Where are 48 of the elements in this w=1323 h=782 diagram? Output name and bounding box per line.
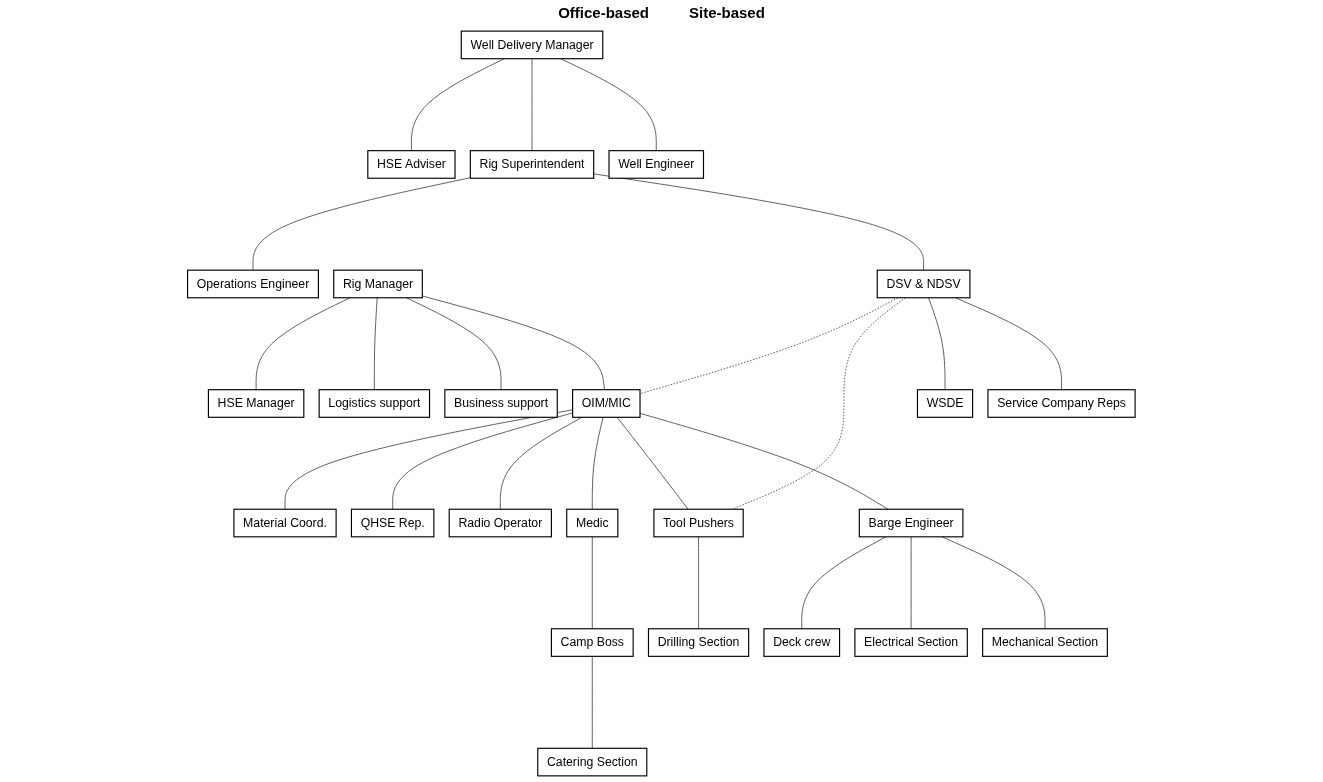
node-box: OIM/MIC bbox=[572, 389, 641, 418]
node-box: Well Delivery Manager bbox=[460, 30, 604, 60]
connector bbox=[422, 295, 606, 391]
connector bbox=[560, 58, 657, 152]
node-box: Logistics support bbox=[318, 389, 431, 418]
node-box: Tool Pushers bbox=[653, 508, 744, 538]
connector bbox=[616, 416, 689, 510]
node-box: HSE Manager bbox=[208, 389, 305, 418]
connector bbox=[731, 297, 906, 510]
node-box: Drilling Section bbox=[648, 628, 750, 657]
connector bbox=[374, 297, 378, 391]
node-box: Service Company Reps bbox=[987, 389, 1136, 418]
node-box: Radio Operator bbox=[448, 508, 553, 538]
connector bbox=[910, 536, 912, 630]
connector bbox=[955, 297, 1063, 391]
connector bbox=[500, 416, 583, 510]
node-box: HSE Adviser bbox=[367, 150, 456, 179]
node-box: Material Coord. bbox=[233, 508, 337, 538]
connector bbox=[941, 536, 1046, 630]
connector bbox=[406, 297, 502, 391]
connector bbox=[255, 297, 351, 391]
node-box: Mechanical Section bbox=[982, 628, 1109, 657]
node-box: WSDE bbox=[917, 389, 974, 418]
connector bbox=[531, 58, 533, 152]
connector bbox=[592, 536, 593, 630]
node-box: Barge Engineer bbox=[858, 508, 964, 538]
node-box: DSV & NDSV bbox=[876, 269, 971, 299]
node-box: Operations Engineer bbox=[187, 269, 320, 299]
connector bbox=[252, 177, 471, 271]
node-box: Electrical Section bbox=[854, 628, 969, 657]
node-box: Deck crew bbox=[763, 628, 841, 657]
node-box: Business support bbox=[444, 389, 558, 418]
connector bbox=[928, 297, 946, 391]
connector bbox=[593, 173, 925, 271]
section-label: Site-based bbox=[689, 4, 765, 21]
node-box: Well Engineer bbox=[608, 150, 705, 179]
connector bbox=[411, 58, 505, 152]
section-label: Office-based bbox=[558, 4, 649, 21]
node-box: Catering Section bbox=[537, 747, 648, 777]
node-box: Rig Manager bbox=[333, 269, 424, 299]
node-box: Medic bbox=[566, 508, 619, 538]
node-box: Camp Boss bbox=[551, 628, 634, 657]
connector bbox=[592, 655, 593, 749]
node-box: Rig Superintendent bbox=[469, 150, 595, 179]
connector bbox=[698, 536, 700, 630]
node-box: QHSE Rep. bbox=[351, 508, 435, 538]
connector bbox=[801, 536, 887, 630]
connector bbox=[592, 416, 604, 510]
